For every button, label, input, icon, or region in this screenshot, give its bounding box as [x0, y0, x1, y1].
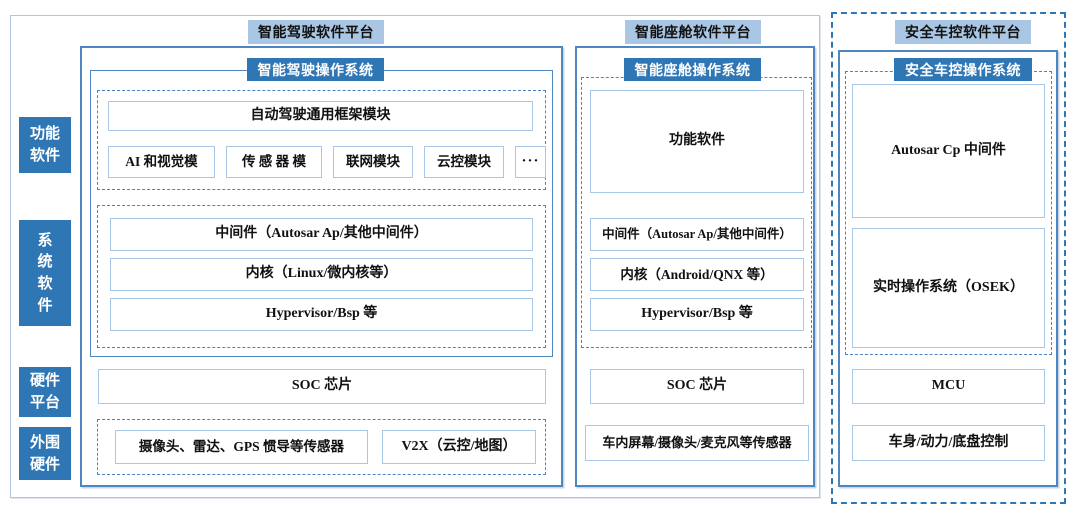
driving-os-badge: 智能驾驶操作系统	[247, 58, 384, 81]
safety-platform-badge: 安全车控软件平台	[895, 20, 1031, 44]
main-frame	[10, 15, 820, 498]
cockpit-platform-container	[575, 46, 815, 487]
driving-platform-badge: 智能驾驶软件平台	[248, 20, 384, 44]
safety-platform-container	[838, 50, 1058, 487]
cloud-control-module-box: 云控模块	[424, 146, 504, 178]
cockpit-function-software-box: 功能软件	[590, 90, 804, 193]
cockpit-peripherals-box: 车内屏幕/摄像头/麦克风等传感器	[585, 425, 809, 461]
autonomous-driving-framework-box: 自动驾驶通用框架模块	[108, 101, 533, 131]
sensor-module-box: 传 感 器 模	[226, 146, 322, 178]
cockpit-os-badge: 智能座舱操作系统	[624, 58, 761, 81]
row-label-line: 系	[37, 231, 53, 249]
driving-peripheral-group	[97, 419, 546, 475]
vehicle-control-box: 车身/动力/底盘控制	[852, 425, 1045, 461]
row-label-line: 件	[37, 296, 53, 314]
v2x-box: V2X（云控/地图）	[382, 430, 536, 464]
driving-sensors-box: 摄像头、雷达、GPS 惯导等传感器	[115, 430, 368, 464]
row-label-line: 功能	[29, 125, 60, 143]
cockpit-platform-badge: 智能座舱软件平台	[625, 20, 761, 44]
row-label-hardware-platform: 硬件 平台	[19, 367, 71, 417]
row-label-line: 统	[37, 253, 53, 271]
driving-kernel-box: 内核（Linux/微内核等）	[110, 258, 533, 291]
row-label-line: 硬件	[29, 372, 60, 390]
rtos-osek-box: 实时操作系统（OSEK）	[852, 228, 1045, 348]
driving-platform-container	[80, 46, 563, 487]
row-label-functional-software: 功能 软件	[19, 117, 71, 173]
driving-soc-box: SOC 芯片	[98, 369, 546, 404]
safety-os-badge: 安全车控操作系统	[894, 58, 1032, 81]
cockpit-hypervisor-box: Hypervisor/Bsp 等	[590, 298, 804, 331]
cockpit-middleware-box: 中间件（Autosar Ap/其他中间件）	[590, 218, 804, 251]
row-label-line: 软件	[29, 147, 60, 164]
safety-platform-frame	[831, 12, 1066, 504]
row-label-line: 硬件	[29, 455, 60, 473]
ai-vision-module-box: AI 和视觉模	[108, 146, 215, 178]
cockpit-kernel-box: 内核（Android/QNX 等）	[590, 258, 804, 291]
autosar-cp-middleware-box: Autosar Cp 中间件	[852, 84, 1045, 218]
cockpit-soc-box: SOC 芯片	[590, 369, 804, 404]
row-label-line: 平台	[29, 394, 60, 411]
ellipsis-module-box: ···	[515, 146, 546, 178]
driving-middleware-box: 中间件（Autosar Ap/其他中间件）	[110, 218, 533, 251]
networking-module-box: 联网模块	[333, 146, 413, 178]
mcu-box: MCU	[852, 369, 1045, 404]
row-label-system-software: 系 统 软 件	[19, 220, 71, 326]
driving-functional-software-group	[97, 90, 546, 190]
row-label-peripheral-hardware: 外围 硬件	[19, 427, 71, 480]
driving-hypervisor-box: Hypervisor/Bsp 等	[110, 298, 533, 331]
row-label-line: 外围	[29, 433, 60, 451]
row-label-line: 软	[37, 275, 53, 292]
driving-system-software-group	[97, 205, 546, 348]
